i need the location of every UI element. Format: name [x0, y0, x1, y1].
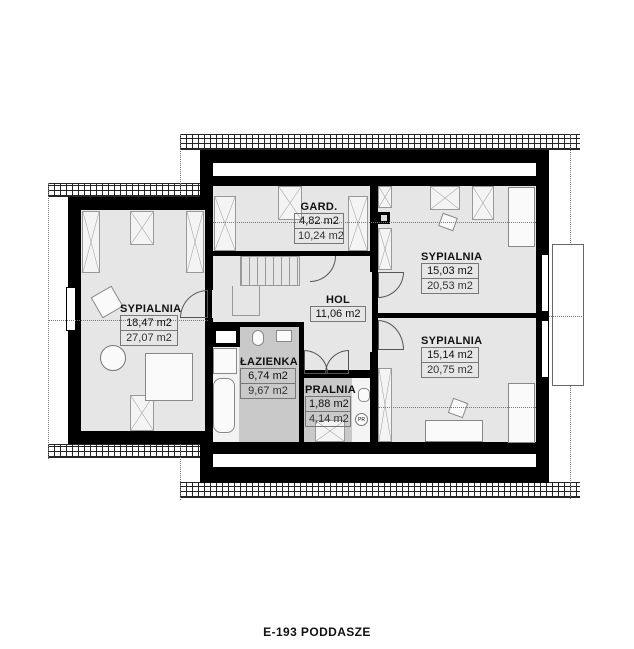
- room-floor-lazienka: [239, 327, 299, 442]
- bed-se: [508, 383, 535, 443]
- cabinet-se-left: [378, 368, 392, 442]
- washbasin-bath: [276, 330, 292, 342]
- skylight-ne-1: [430, 186, 460, 210]
- room-name: HOL: [325, 294, 351, 306]
- room-label-gard: GARD. 4,82 m2 10,24 m2: [294, 201, 344, 244]
- room-label-hol: HOL 11,06 m2: [310, 294, 366, 322]
- staircase: [240, 256, 300, 286]
- skylight-wing-top: [130, 211, 154, 245]
- room-name: GARD.: [300, 201, 338, 213]
- wall-se-bedroom-left: [370, 352, 378, 442]
- room-name: PRALNIA: [305, 384, 356, 396]
- skylight-wing-bottom: [130, 395, 154, 431]
- staircase-landing: [232, 286, 260, 316]
- room-label-sypialnia-w: SYPIALNIA 18,47 m2 27,07 m2: [120, 303, 182, 346]
- balcony-divider: [549, 316, 584, 317]
- overhang-line-left: [48, 183, 49, 459]
- cabinet-wing-top-left: [82, 211, 100, 273]
- wall-wing-divider-bottom: [205, 318, 213, 443]
- window-east-upper: [541, 254, 549, 312]
- room-area-gross: 20,75 m2: [421, 363, 479, 378]
- wall-wing-divider-top: [205, 197, 213, 290]
- wall-gard-bottom-right: [350, 251, 372, 256]
- room-label-sypialnia-ne: SYPIALNIA 15,03 m2 20,53 m2: [421, 251, 483, 294]
- room-name: SYPIALNIA: [421, 335, 483, 347]
- room-area-gross: 4,14 m2: [305, 412, 351, 427]
- wall-ne-bedroom-left: [370, 186, 378, 272]
- guide-line-top: [213, 222, 536, 223]
- bathtub: [213, 378, 235, 433]
- bed-ne: [508, 187, 535, 247]
- room-label-pralnia: PRALNIA 1,88 m2 4,14 m2: [305, 384, 356, 427]
- cabinet-ne-left-bottom: [378, 228, 392, 270]
- cabinet-ne-left-top: [378, 186, 392, 208]
- roof-edge-top-main: [180, 134, 580, 150]
- window-west: [66, 287, 76, 331]
- room-area-net: 6,74 m2: [240, 368, 296, 384]
- room-area-net: 11,06 m2: [310, 306, 366, 322]
- room-name: SYPIALNIA: [120, 303, 182, 315]
- room-label-sypialnia-se: SYPIALNIA 15,14 m2 20,75 m2: [421, 335, 483, 378]
- shower-tray: [213, 348, 237, 374]
- cabinet-gard-right: [348, 196, 368, 251]
- knee-wall-strip-bottom: [213, 454, 536, 467]
- cabinet-gard-left: [214, 196, 236, 251]
- overhang-line-mid-top: [180, 134, 181, 198]
- window-east-lower: [541, 320, 549, 378]
- cabinet-wing-top-right: [186, 211, 204, 273]
- wall-bottom-inner: [212, 442, 536, 447]
- balcony-east: [552, 244, 584, 386]
- wall-bedrooms-divider: [372, 313, 536, 318]
- table-wing: [100, 345, 126, 371]
- skylight-ne-2: [472, 186, 494, 220]
- room-area-net: 15,14 m2: [421, 347, 479, 363]
- guide-line-bottom: [378, 407, 536, 408]
- room-name: SYPIALNIA: [421, 251, 483, 263]
- wall-pralnia-top: [304, 373, 372, 378]
- roof-edge-bottom-wing: [48, 444, 200, 458]
- plan-title: E-193 PODDASZE: [263, 625, 371, 639]
- wall-bath-shaft: [212, 327, 240, 347]
- wall-bath-top: [212, 322, 302, 327]
- wall-bath-right: [299, 322, 304, 442]
- overhang-line-mid-bottom: [180, 444, 181, 500]
- room-area-net: 15,03 m2: [421, 263, 479, 279]
- ridge-line-wing: [48, 320, 208, 321]
- room-area-gross: 10,24 m2: [294, 229, 344, 244]
- room-area-net: 4,82 m2: [294, 213, 344, 229]
- washing-machine-icon: PR: [355, 413, 368, 426]
- toilet: [252, 330, 264, 346]
- desk-se: [425, 420, 483, 442]
- room-area-gross: 20,53 m2: [421, 279, 479, 294]
- room-area-net: 18,47 m2: [120, 315, 178, 331]
- knee-wall-strip-top: [213, 163, 536, 176]
- room-area-gross: 9,67 m2: [240, 384, 296, 399]
- wall-gard-bottom-left: [212, 251, 310, 256]
- room-area-gross: 27,07 m2: [120, 331, 178, 346]
- room-name: ŁAZIENKA: [240, 356, 299, 368]
- room-label-lazienka: ŁAZIENKA 6,74 m2 9,67 m2: [240, 356, 299, 399]
- sink-pralnia: [358, 388, 370, 402]
- skylight-gard: [278, 186, 302, 220]
- bed-wing: [145, 353, 193, 401]
- roof-edge-bottom-main: [180, 482, 580, 498]
- room-area-net: 1,88 m2: [305, 396, 351, 412]
- roof-edge-top-wing: [48, 183, 200, 197]
